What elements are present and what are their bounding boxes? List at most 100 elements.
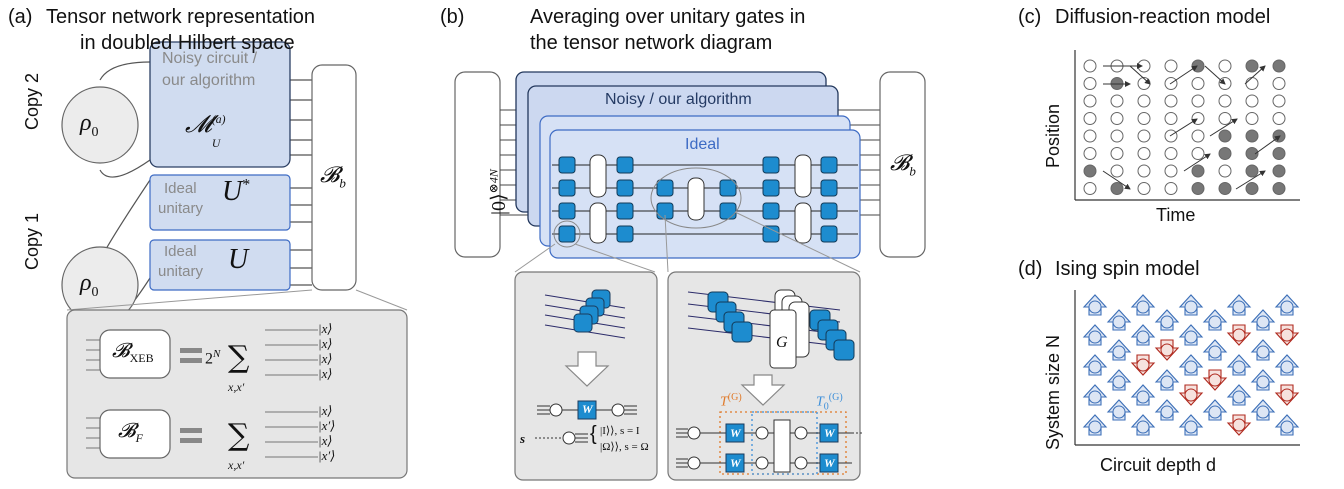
occupied-site bbox=[1245, 164, 1259, 178]
boundary-a-label: 𝓑b bbox=[320, 162, 346, 191]
ket-x-5: |x⟩ bbox=[318, 403, 333, 418]
empty-site bbox=[1245, 77, 1259, 90]
sum-symbol-1: ∑ bbox=[228, 340, 250, 375]
spin-site bbox=[1136, 420, 1150, 434]
single-qubit-gate bbox=[558, 225, 576, 243]
ideal-unitary-box bbox=[149, 239, 291, 291]
empty-site bbox=[1218, 164, 1232, 178]
empty-site bbox=[1137, 164, 1151, 178]
equals-sign bbox=[180, 348, 202, 443]
single-qubit-gate bbox=[820, 156, 838, 174]
single-qubit-gate bbox=[719, 202, 737, 220]
occupied-site bbox=[1272, 182, 1286, 195]
spin-site bbox=[1280, 360, 1294, 374]
single-qubit-gate bbox=[762, 202, 780, 220]
hop-arrow bbox=[1169, 65, 1198, 85]
hop-arrow bbox=[1244, 65, 1266, 85]
panel-a-diagram bbox=[61, 41, 408, 479]
ket-x-2: |x⟩ bbox=[318, 336, 333, 351]
single-qubit-gate bbox=[820, 225, 838, 243]
ket-x-1: |x⟩ bbox=[318, 321, 333, 336]
empty-site bbox=[1083, 59, 1097, 73]
panel-a-title-line1: Tensor network representation bbox=[46, 6, 316, 28]
spin-site bbox=[1232, 418, 1246, 432]
bxeb-box bbox=[99, 329, 171, 379]
single-qubit-gate bbox=[558, 202, 576, 220]
two-qubit-gate-stack bbox=[707, 289, 855, 369]
occupied-site bbox=[1191, 59, 1205, 73]
bf-box bbox=[99, 409, 171, 459]
occupied-site bbox=[1245, 182, 1259, 195]
spin-site bbox=[1160, 375, 1174, 389]
single-qubit-gate bbox=[558, 156, 576, 174]
spin-site bbox=[1232, 328, 1246, 342]
g-gate-label: G bbox=[776, 334, 788, 351]
panel-a-label: (a) bbox=[8, 6, 33, 28]
occupied-site bbox=[1272, 164, 1286, 178]
empty-site bbox=[1164, 164, 1178, 178]
spin-site bbox=[1256, 345, 1270, 359]
spin-site bbox=[1184, 300, 1198, 314]
spin-site bbox=[1232, 360, 1246, 374]
spin-site bbox=[1184, 420, 1198, 434]
spin-site bbox=[1184, 388, 1198, 402]
empty-site bbox=[1272, 77, 1286, 90]
c-xlabel: Time bbox=[1156, 205, 1196, 225]
empty-site bbox=[1110, 112, 1124, 125]
spin-site bbox=[1088, 330, 1102, 344]
ket-x-6: |x⟩ bbox=[318, 433, 333, 448]
spin-site bbox=[1112, 315, 1126, 329]
empty-site bbox=[1083, 147, 1097, 160]
u-star: U* bbox=[222, 176, 251, 207]
ket-xp-2: |x′⟩ bbox=[318, 448, 336, 463]
empty-site bbox=[1164, 182, 1178, 195]
noisy-circuit-line1: Noisy circuit / bbox=[162, 50, 258, 67]
hop-arrow bbox=[1183, 153, 1211, 172]
occupied-site bbox=[1218, 147, 1232, 160]
u-label: U bbox=[228, 244, 249, 275]
spin-site bbox=[1208, 345, 1222, 359]
bf-label: 𝓑F bbox=[118, 420, 143, 445]
empty-site bbox=[1272, 112, 1286, 125]
hop-arrow bbox=[1169, 118, 1198, 137]
single-qubit-gate bbox=[762, 156, 780, 174]
single-qubit-gate bbox=[762, 179, 780, 197]
sum-symbol-2: ∑ bbox=[228, 418, 250, 453]
empty-site bbox=[1083, 112, 1097, 125]
noisy-circuit-line2: our algorithm bbox=[162, 72, 256, 89]
spin-site bbox=[1088, 390, 1102, 404]
down-arrow-left bbox=[564, 351, 610, 387]
occupied-site bbox=[1218, 182, 1232, 195]
occupied-site bbox=[1110, 182, 1124, 195]
unitary-word-2: unitary bbox=[158, 263, 204, 280]
empty-site bbox=[1218, 112, 1232, 125]
panel-b-diagram bbox=[454, 71, 926, 481]
spin-site bbox=[1112, 405, 1126, 419]
single-qubit-gate bbox=[820, 202, 838, 220]
w-gate-r1: W bbox=[730, 426, 741, 440]
panel-c-diagram bbox=[1074, 50, 1300, 201]
spin-site bbox=[1184, 330, 1198, 344]
panel-a-title-line2: in doubled Hilbert space bbox=[80, 32, 295, 54]
ket-x-4: |x⟩ bbox=[318, 366, 333, 381]
spin-site bbox=[1160, 315, 1174, 329]
empty-site bbox=[1218, 59, 1232, 73]
stack-gate-left bbox=[731, 321, 753, 343]
stack-gate-right bbox=[833, 339, 855, 361]
occupied-site bbox=[1083, 164, 1097, 178]
single-qubit-gate bbox=[656, 179, 674, 197]
spin-site bbox=[1232, 300, 1246, 314]
panel-d-diagram bbox=[1074, 290, 1300, 446]
empty-site bbox=[1083, 77, 1097, 90]
spin-site bbox=[1208, 373, 1222, 387]
panel-d-title: Ising spin model bbox=[1055, 258, 1200, 280]
empty-site bbox=[1191, 112, 1205, 125]
two-to-n: 2N bbox=[205, 348, 221, 368]
spin-site bbox=[1208, 315, 1222, 329]
copy2-label: Copy 2 bbox=[22, 72, 42, 130]
boundary-box-b bbox=[879, 71, 926, 258]
noisy-circuit-box bbox=[149, 41, 291, 168]
occupied-site bbox=[1245, 59, 1259, 73]
single-qubit-gate bbox=[616, 179, 634, 197]
